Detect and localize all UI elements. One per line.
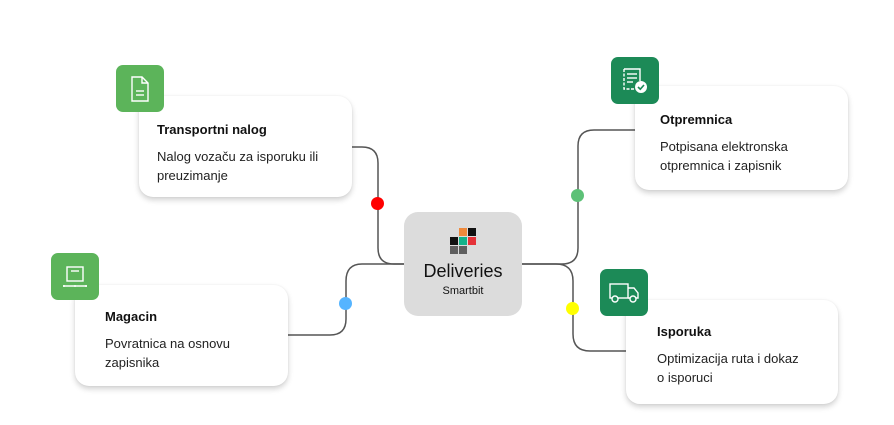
description-line: Povratnica na osnovu [105, 336, 231, 351]
card-otpremnica[interactable]: Otpremnica Potpisana elektronska otpremn… [635, 86, 848, 190]
card-description: Nalog vozaču za isporuku ili preuzimanje [157, 147, 318, 185]
center-node-deliveries[interactable]: Deliveries Smartbit [404, 212, 522, 316]
truck-icon [609, 282, 639, 303]
center-title: Deliveries [423, 261, 503, 281]
description-line: Nalog vozaču za isporuku ili [157, 149, 319, 164]
description-line: o isporuci [657, 370, 713, 385]
warehouse-pallet-icon [63, 265, 87, 287]
logo-square-orange [459, 228, 467, 236]
icon-box-magacin [51, 253, 99, 300]
logo-square-red [468, 237, 476, 245]
description-line: zapisnika [105, 355, 160, 370]
logo-square-gray-2 [459, 246, 467, 254]
center-subtitle: Smartbit [442, 285, 484, 297]
connector-dot-transportni-nalog [371, 197, 384, 210]
card-transportni-nalog[interactable]: Transportni nalog Nalog vozaču za isporu… [139, 96, 352, 197]
description-line: preuzimanje [157, 168, 228, 183]
icon-box-isporuka [600, 269, 648, 316]
logo-square-teal [459, 237, 467, 245]
card-description: Potpisana elektronska otpremnica i zapis… [660, 137, 788, 175]
signed-receipt-icon [623, 67, 647, 93]
icon-box-otpremnica [611, 57, 659, 104]
smartbit-logo-icon [450, 228, 477, 255]
card-description: Optimizacija ruta i dokaz o isporuci [657, 349, 799, 387]
description-line: otpremnica i zapisnik [660, 158, 782, 173]
icon-box-transportni-nalog [116, 65, 164, 112]
card-description: Povratnica na osnovu zapisnika [105, 334, 230, 372]
connector-dot-otpremnica [571, 189, 584, 202]
logo-square-gray-1 [450, 246, 458, 254]
card-title: Otpremnica [660, 112, 733, 127]
description-line: Optimizacija ruta i dokaz [657, 351, 799, 366]
logo-square-black-1 [468, 228, 476, 236]
card-title: Isporuka [657, 324, 712, 339]
card-isporuka[interactable]: Isporuka Optimizacija ruta i dokaz o isp… [626, 300, 838, 404]
description-line: Potpisana elektronska [660, 139, 788, 154]
card-magacin[interactable]: Magacin Povratnica na osnovu zapisnika [75, 285, 288, 386]
document-icon [131, 75, 149, 102]
card-title: Magacin [105, 309, 158, 324]
card-title: Transportni nalog [157, 122, 267, 137]
connector-dot-isporuka [566, 302, 579, 315]
logo-square-black-2 [450, 237, 458, 245]
connector-dot-magacin [339, 297, 352, 310]
